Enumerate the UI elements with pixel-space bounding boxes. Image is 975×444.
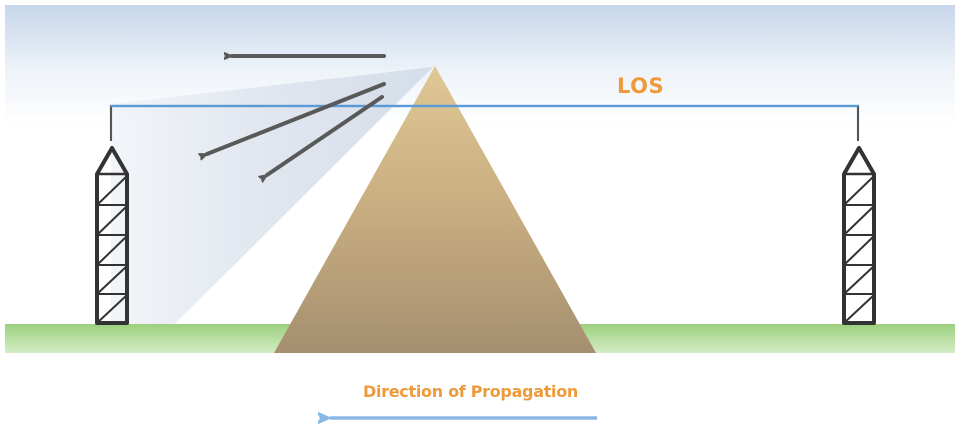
diffraction-arrows: [207, 56, 386, 175]
right-tower: [842, 146, 876, 325]
los-label: LOS: [617, 74, 665, 98]
arrow-down-left-icon: [207, 82, 386, 154]
direction-of-propagation-label: Direction of Propagation: [363, 382, 579, 401]
left-tower: [95, 146, 129, 325]
diffraction-shadow: [111, 67, 433, 324]
mountain-obstacle: [274, 66, 596, 353]
arrow-down-left-steep-icon: [267, 95, 384, 175]
